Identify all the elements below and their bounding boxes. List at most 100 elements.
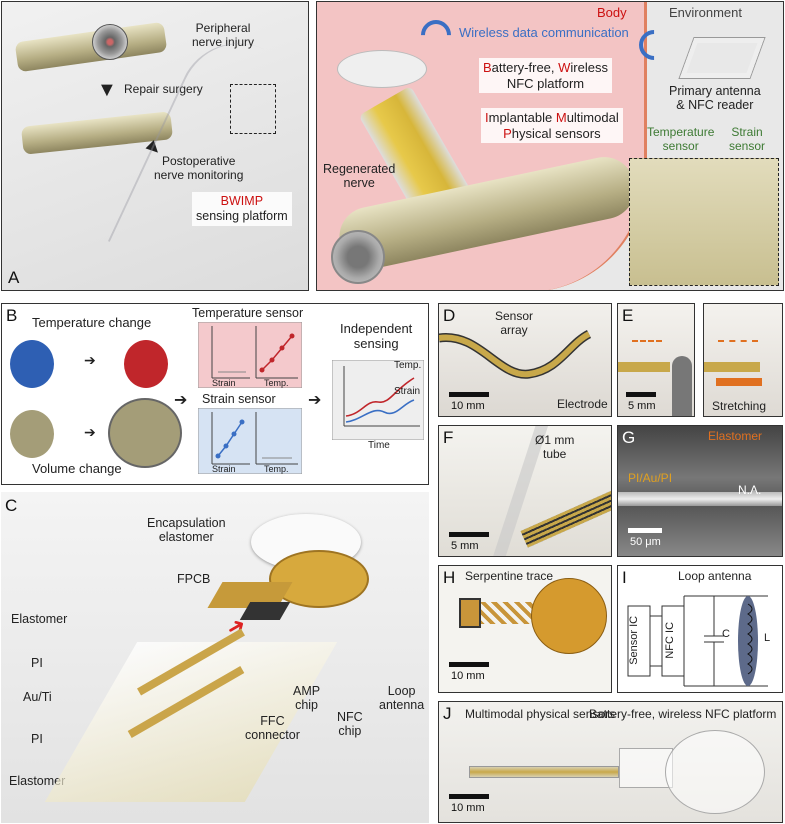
arrow-right-icon-4: ➔ [308,392,322,409]
panel-j: J Multimodal physical sensors Battery-fr… [438,701,783,823]
ffc-end [459,598,481,628]
label-pi-bottom: PI [31,732,43,746]
label-tube: Ø1 mm tube [535,433,575,461]
label-pi-top: PI [31,656,43,670]
panel-g: G Elastomer PI/Au/PI N.A. 50 μm [617,425,783,557]
label-fpcb: FPCB [177,572,211,586]
label-battery-free: Battery-free, wireless NFC platform [589,707,777,721]
panel-label-b: B [6,306,18,325]
strain-sensor-title: Strain sensor [202,392,276,406]
label-peripheral-nerve-injury: Peripheral nerve injury [192,21,255,49]
nerve-cross-section [331,230,385,284]
injured-nerve [14,21,168,73]
nfc-text-1: attery-free, [491,60,559,75]
label-nfc-chip: NFC chip [337,710,363,739]
scale-bar-d [449,392,489,397]
primary-antenna [679,38,765,78]
injury-site [92,24,128,60]
label-implantable: Implantable Multimodal Physical sensors [481,108,623,144]
label-elastomer-bottom: Elastomer [9,774,66,788]
orange-bracket-2 [718,340,758,342]
nfc-platform-j [619,748,673,788]
label-volume-change: Volume change [32,461,122,476]
label-stretching: Stretching [712,399,767,413]
temp-sensor-title: Temperature sensor [192,306,304,320]
label-primary-antenna: Primary antenna & NFC reader [669,84,761,113]
sensor-strip-e [618,362,670,372]
indep-series-temp: Temp. [394,360,422,371]
panel-c: C Encapsulation elastomer FPCB ➜ Elastom… [1,492,429,823]
strain-sensor-plot [198,408,302,474]
label-environment: Environment [669,5,742,20]
panel-label-a: A [8,268,20,287]
panel-b: B Temperature change ➔ ➔ Volume change ➔… [1,303,429,485]
bwimp-subtitle: sensing platform [196,209,288,223]
scale-text-d: 10 mm [451,400,485,412]
label-body: Body [597,5,627,20]
strain-plot-x2: Temp. [264,464,289,474]
nfc-disc [337,50,427,88]
panel-h: H Serpentine trace 10 mm [438,565,612,693]
panel-label-j: J [443,704,452,723]
nfc-text-3: NFC platform [506,75,585,91]
scale-text-e: 5 mm [628,400,656,412]
strain-plot-x1: Strain [212,464,236,474]
arrow-down-icon: ▼ [97,79,117,101]
arm-outline [107,23,308,290]
label-elastomer-top: Elastomer [11,612,68,626]
arrow-right-icon-3: ➔ [174,392,188,409]
scale-bar-e [626,392,656,397]
blue-disc [10,340,54,388]
panel-i: I Loop antenna Sensor IC NFC IC C L [617,565,783,693]
panel-label-c: C [5,496,18,515]
panel-label-d: D [443,306,456,325]
label-piaupi: PI/Au/PI [628,471,673,485]
panel-label-e: E [622,306,634,325]
panel-label-h: H [443,568,456,587]
label-temperature-sensor: Temperature sensor [647,125,715,153]
label-repair-surgery: Repair surgery [124,82,203,96]
bwimp-label: BWIMP sensing platform [192,192,292,226]
scale-text-g: 50 μm [630,536,661,548]
arrow-right-icon: ➔ [84,352,96,368]
label-nfc-platform: Battery-free, Wireless NFC platform [479,58,612,94]
zoom-inset [629,158,779,286]
sensor-strip [439,329,592,379]
label-strain-sensor: Strain sensor [729,125,766,153]
label-postoperative: Postoperative nerve monitoring [154,154,244,182]
scale-bar-f [449,532,489,537]
label-nfc-ic: NFC IC [664,621,677,659]
label-serpentine: Serpentine trace [465,569,554,583]
panel-label-g: G [622,428,636,447]
panel-label-i: I [622,568,627,587]
arrow-right-icon-2: ➔ [84,424,96,440]
nfc-disc-j [665,730,765,814]
bwimp-title: BWIMP [220,194,264,208]
panel-a-right: Body Environment Wireless data communica… [316,1,784,291]
indep-series-strain: Strain [394,386,421,397]
sensor-strip-f [520,482,611,548]
nfc-text-2: ireless [570,60,608,75]
circuit-diagram [627,595,768,687]
sem-band [618,492,782,506]
letter-m: M [555,110,567,125]
label-amp: AMP chip [293,684,321,713]
panel-e-2: Stretching [703,303,783,417]
label-elastomer-g: Elastomer [708,429,763,443]
letter-b: B [483,60,492,75]
scale-text-f: 5 mm [451,540,479,552]
label-loop-antenna: Loop antenna [678,569,752,583]
scale-bar-h [449,662,489,667]
sensor-strip-e2 [704,362,760,372]
panel-a-left: A Peripheral nerve injury ▼ Repair surge… [1,1,309,291]
label-temperature-change: Temperature change [32,315,152,330]
orange-bracket [632,340,662,342]
panel-e-1: E 5 mm [617,303,695,417]
label-c: C [722,628,730,640]
fpcb-board [269,550,369,608]
label-encapsulation: Encapsulation elastomer [147,516,226,545]
nfc-board [531,578,607,654]
label-multimodal: Multimodal physical sensors [465,707,616,721]
imp-text-2: ultimodal [566,110,619,125]
temp-sensor-plot [198,322,302,388]
